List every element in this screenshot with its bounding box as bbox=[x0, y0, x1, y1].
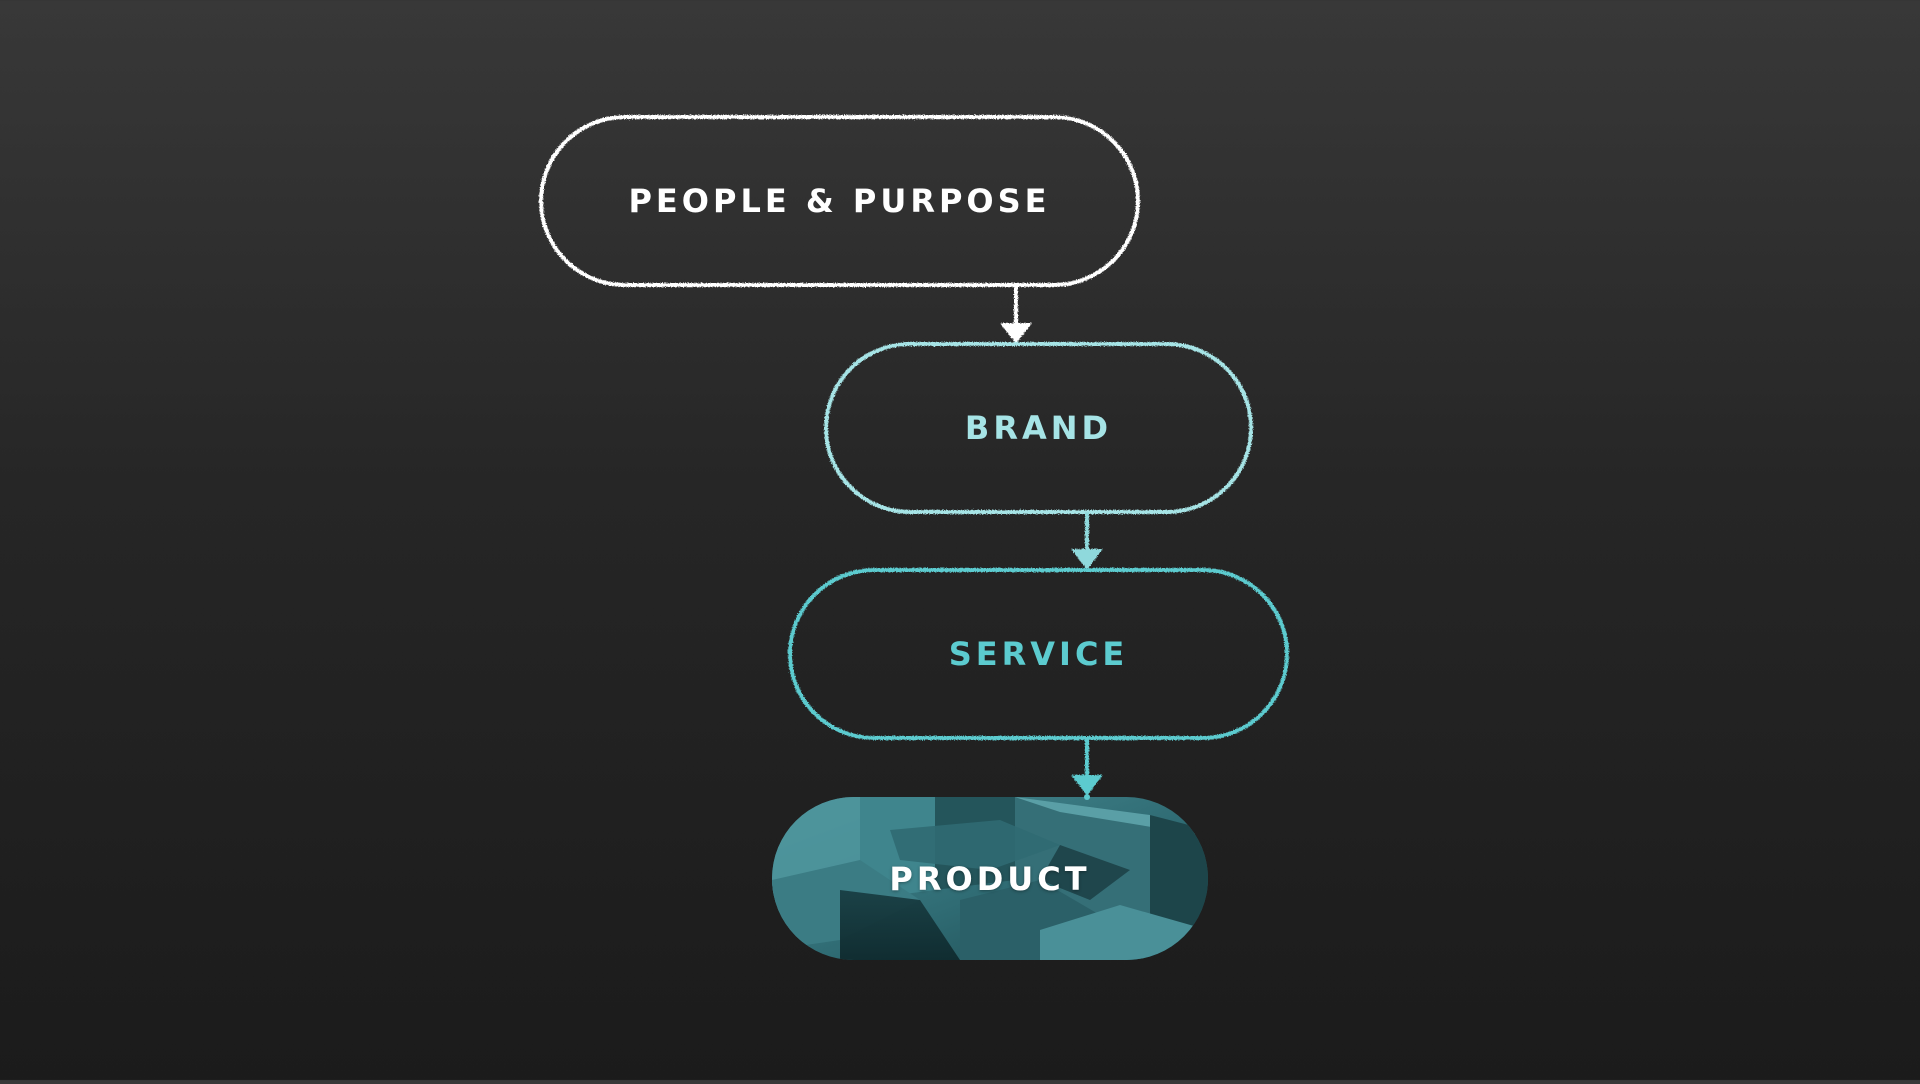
node-people-purpose: PEOPLE & PURPOSE bbox=[541, 117, 1138, 285]
node-brand-label: BRAND bbox=[965, 409, 1112, 447]
arrow-brand-to-service bbox=[1073, 512, 1101, 568]
node-people-purpose-label: PEOPLE & PURPOSE bbox=[628, 182, 1050, 220]
arrow-people-to-brand bbox=[1002, 285, 1030, 342]
node-service-label: SERVICE bbox=[949, 635, 1129, 673]
node-brand: BRAND bbox=[826, 344, 1251, 512]
arrow-service-to-product bbox=[1073, 738, 1101, 794]
node-product: PRODUCT bbox=[772, 797, 1208, 960]
node-service: SERVICE bbox=[790, 570, 1287, 738]
node-product-label: PRODUCT bbox=[889, 860, 1090, 898]
